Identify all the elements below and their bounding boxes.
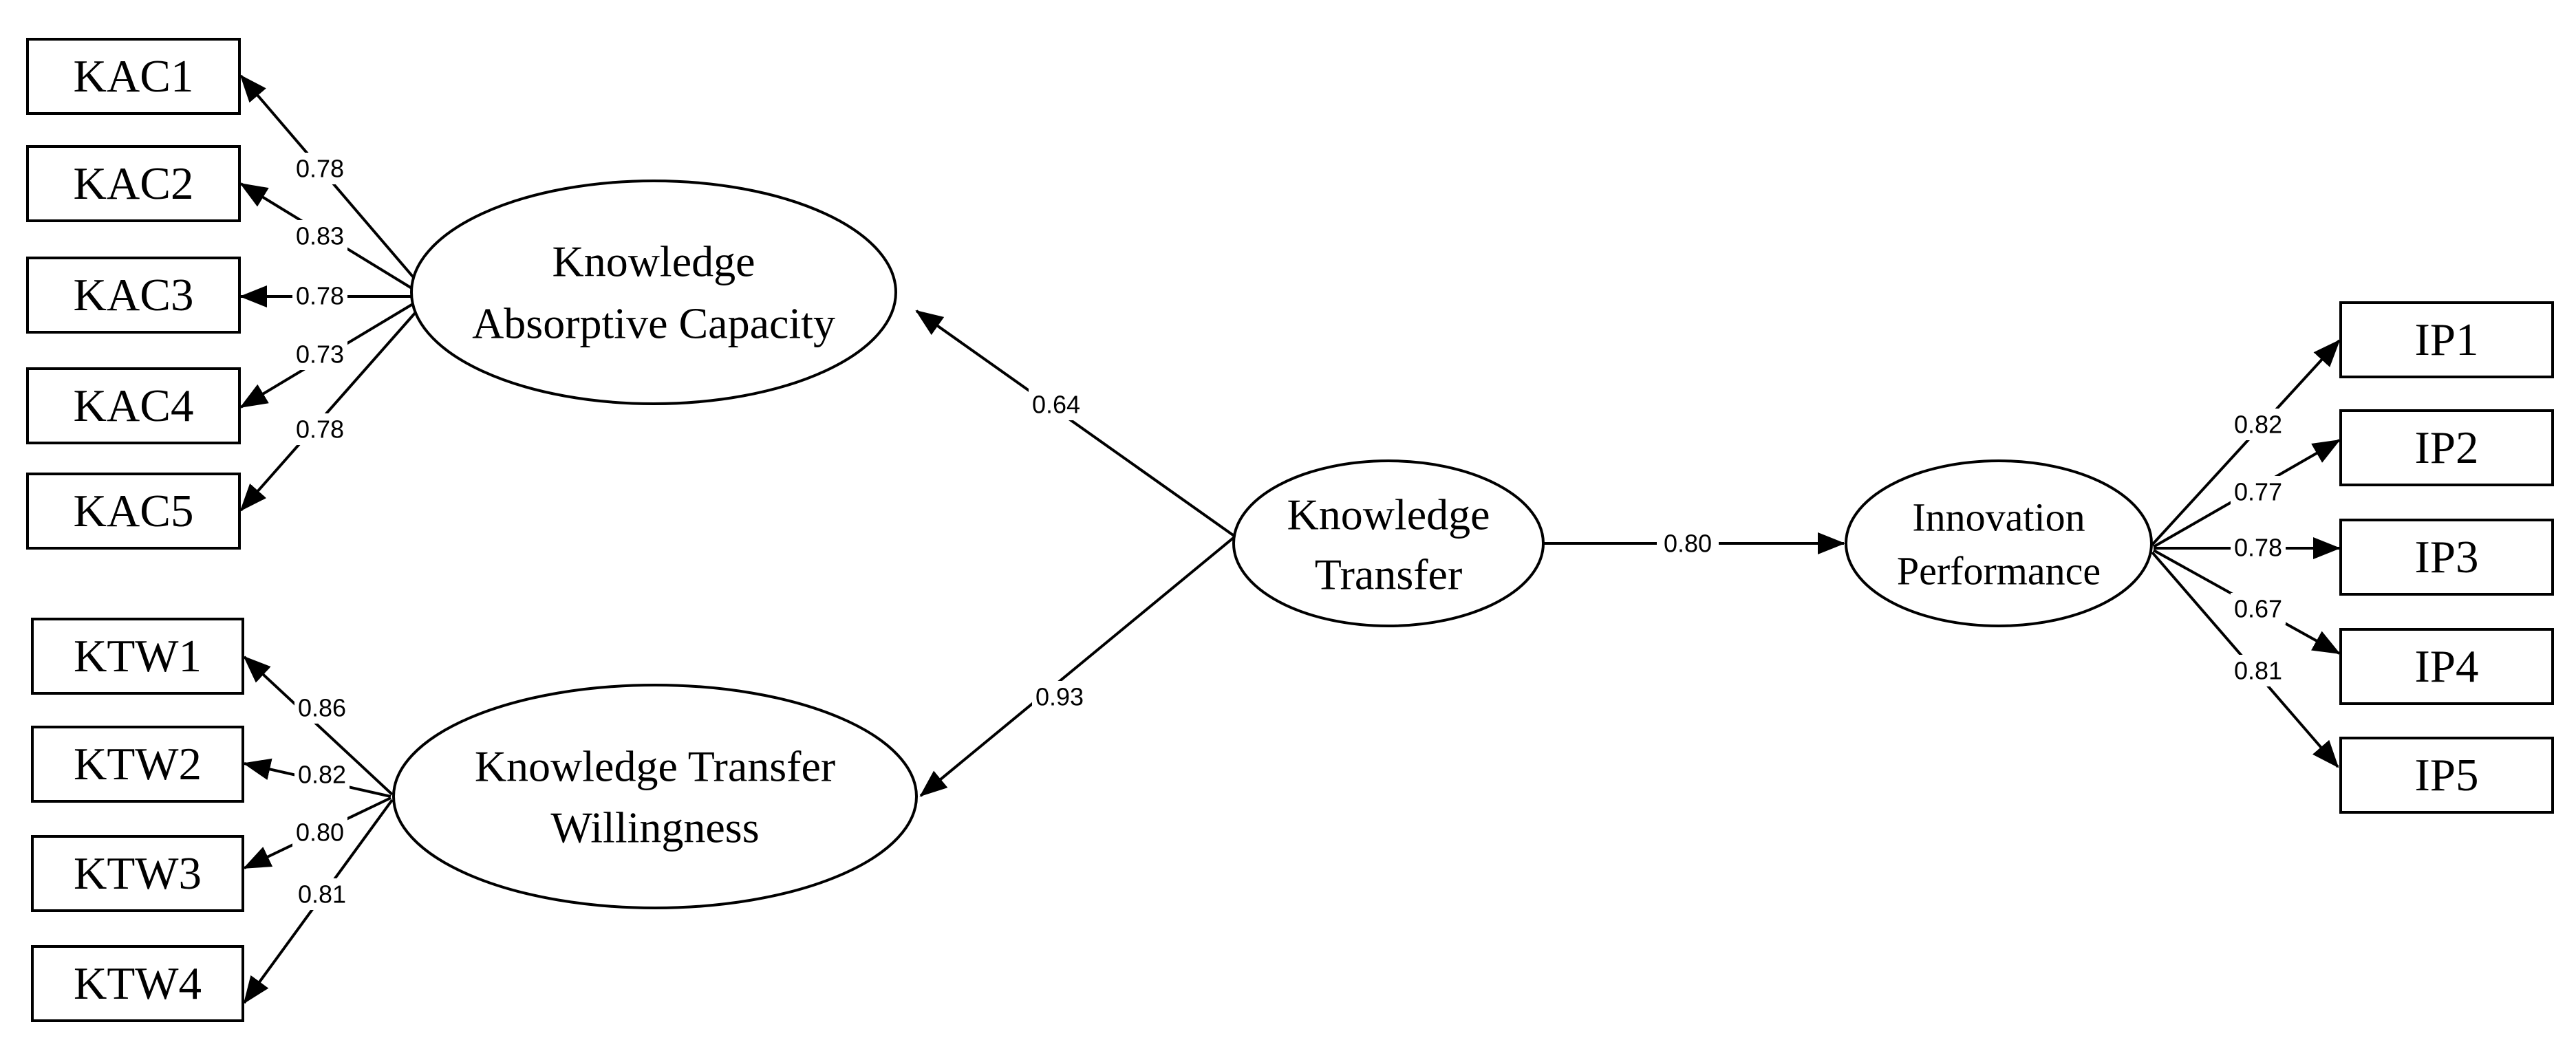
indicator-ip1-label: IP1 [2414,314,2478,365]
construct-ip-line1: Innovation [1912,495,2085,540]
indicator-ip4: IP4 [2339,628,2554,705]
construct-ktw-shape [392,684,918,909]
edge-kt-kac [915,310,1236,538]
indicator-ip3: IP3 [2339,519,2554,596]
loading-ip2: 0.77 [2234,478,2282,506]
indicator-kac1-label: KAC1 [74,51,194,102]
indicator-ip5-label: IP5 [2414,750,2478,801]
edge-labels: 0.78 0.83 0.78 0.73 0.78 0.86 0.82 0.80 … [292,153,2286,910]
construct-ip: Innovation Performance [1845,459,2153,627]
indicator-ip2: IP2 [2339,409,2554,486]
indicator-ip5: IP5 [2339,737,2554,814]
construct-ip-shape [1845,459,2153,627]
construct-ktw-line1: Knowledge Transfer [475,742,835,791]
construct-kt-shape [1232,459,1545,627]
indicator-ip2-label: IP2 [2414,422,2478,473]
loading-ip3: 0.78 [2234,534,2282,562]
loading-ip1: 0.82 [2234,411,2282,439]
indicator-ktw1-label: KTW1 [74,631,202,682]
loading-ktw1: 0.86 [298,694,346,722]
indicator-kac1: KAC1 [26,38,241,115]
indicator-kac5-label: KAC5 [74,486,194,537]
construct-kt-line2: Transfer [1315,550,1463,599]
indicator-ktw1: KTW1 [31,618,244,695]
construct-kac-line1: Knowledge [552,237,755,286]
indicator-kac2: KAC2 [26,145,241,222]
indicator-kac3: KAC3 [26,257,241,334]
indicator-ktw3-label: KTW3 [74,848,202,899]
edge-kt-ktw [919,535,1236,797]
indicator-ip4-label: IP4 [2414,641,2478,692]
construct-kac-shape [410,180,897,405]
loading-kac1: 0.78 [296,155,344,183]
indicator-ktw3: KTW3 [31,835,244,912]
loading-ip5: 0.81 [2234,657,2282,685]
construct-kac: Knowledge Absorptive Capacity [410,180,897,405]
loading-ktw2: 0.82 [298,761,346,789]
construct-kac-line2: Absorptive Capacity [472,299,835,348]
loading-kac2: 0.83 [296,222,344,250]
path-kt-kac: 0.64 [1032,391,1080,419]
edge-kac-kac5 [239,310,418,512]
path-kt-ip: 0.80 [1664,530,1712,558]
path-kt-ktw: 0.93 [1035,683,1084,711]
indicator-ktw4: KTW4 [31,945,244,1022]
indicator-kac5: KAC5 [26,473,241,550]
indicator-ip3-label: IP3 [2414,532,2478,583]
construct-ktw-line2: Willingness [550,803,759,852]
loading-ktw4: 0.81 [298,880,346,909]
edge-ip-ip1 [2151,339,2341,546]
indicator-ktw4-label: KTW4 [74,958,202,1009]
indicator-ip1: IP1 [2339,301,2554,378]
indicator-ktw2-label: KTW2 [74,739,202,790]
indicator-kac4: KAC4 [26,367,241,444]
indicator-kac2-label: KAC2 [74,158,194,209]
construct-ktw: Knowledge Transfer Willingness [392,684,918,909]
indicator-kac3-label: KAC3 [74,270,194,321]
loading-kac4: 0.73 [296,340,344,369]
loading-ktw3: 0.80 [296,819,344,847]
loading-ip4: 0.67 [2234,595,2282,623]
indicator-kac4-label: KAC4 [74,380,194,431]
construct-kt-line1: Knowledge [1287,490,1490,539]
loading-kac5: 0.78 [296,415,344,444]
construct-kt: Knowledge Transfer [1232,459,1545,627]
edge-ktw-ktw1 [243,655,394,796]
construct-ip-line2: Performance [1897,549,2101,594]
loading-kac3: 0.78 [296,282,344,310]
indicator-ktw2: KTW2 [31,726,244,803]
